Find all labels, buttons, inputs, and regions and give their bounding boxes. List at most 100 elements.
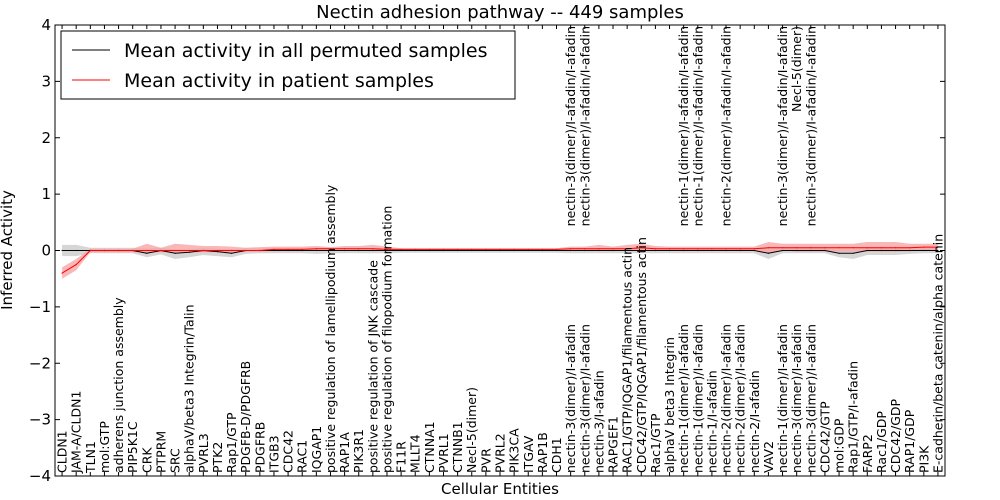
data-point (414, 249, 416, 252)
data-point (174, 249, 176, 252)
data-point (513, 248, 515, 250)
category-label: alphaV beta3 Integrin (662, 337, 677, 473)
data-point (61, 272, 63, 274)
category-label-top: nectin-3(dimer)/I-afadin/I-afadin (577, 26, 592, 226)
category-label: positive regulation of lamellipodium ass… (323, 184, 338, 473)
y-tick-label: 4 (41, 16, 51, 34)
data-point (513, 249, 515, 252)
x-axis (61, 25, 939, 476)
data-point (796, 247, 798, 249)
data-point (386, 248, 388, 250)
data-point (937, 246, 939, 248)
data-point (838, 252, 840, 254)
data-point (668, 249, 671, 252)
category-label: PDGFB-D/PDGFRB (238, 361, 253, 473)
data-point (202, 249, 204, 252)
data-point (753, 248, 755, 250)
data-point (725, 249, 727, 252)
data-point (555, 249, 558, 252)
data-point (132, 249, 134, 252)
data-point (640, 247, 642, 249)
category-label: F11R (394, 441, 409, 473)
data-point (654, 248, 657, 250)
category-label: RAC1 (295, 440, 310, 473)
data-point (555, 248, 558, 250)
data-point (329, 248, 332, 250)
category-label: PTK2 (210, 442, 225, 473)
y-tick-label: −2 (29, 354, 51, 372)
data-point (810, 249, 812, 252)
category-label: nectin-2(dimer)/I-afadin (733, 324, 748, 473)
data-point (428, 249, 430, 252)
category-label: E-cadherin/beta catenin/alpha catenin (930, 234, 945, 473)
category-label: nectin-3(dimer)/I-afadin (789, 324, 804, 473)
category-label-top: nectin-1(dimer)/I-afadin/I-afadin (676, 26, 691, 226)
data-point (442, 248, 445, 250)
data-point (315, 249, 317, 252)
data-point (344, 248, 346, 250)
category-label: Necl-5(dimer) (464, 387, 479, 473)
data-point (852, 247, 854, 249)
category-label: positive regulation of filopodium format… (380, 206, 395, 473)
data-point (654, 249, 657, 252)
data-point (824, 247, 826, 249)
data-point (626, 248, 628, 250)
data-point (866, 249, 868, 252)
legend-permuted-label: Mean activity in all permuted samples (124, 40, 487, 62)
y-tick-label: 2 (41, 129, 51, 147)
category-label: IQGAP1 (309, 426, 324, 473)
chart-title: Nectin adhesion pathway -- 449 samples (316, 2, 684, 23)
data-point (245, 249, 247, 252)
data-point (499, 249, 501, 252)
data-point (527, 248, 529, 250)
category-label: PDGFRB (252, 422, 267, 473)
category-label: CRK (139, 447, 154, 473)
category-label: PIK3R1 (351, 429, 366, 473)
data-point (231, 249, 233, 252)
data-point (188, 251, 190, 253)
category-label: CDC42/GDP (888, 398, 903, 473)
category-label: positive regulation of JNK cascade (365, 260, 380, 473)
data-point (781, 247, 784, 249)
data-point (584, 248, 586, 250)
data-point (287, 249, 289, 252)
category-label: Rac1/GDP (874, 411, 889, 473)
category-label: Rap1/GTP/I-afadin (846, 361, 861, 473)
data-point (358, 249, 360, 252)
category-label: Rac1/GTP (648, 413, 663, 473)
category-label: CTNNB1 (450, 421, 465, 473)
data-point (753, 249, 755, 252)
data-point (315, 248, 317, 250)
category-label-top: nectin-3(dimer)/I-afadin/I-afadin (803, 26, 818, 226)
category-label: RAC1/GTP/IQGAP1/filamentous actin (620, 247, 635, 473)
data-point (146, 252, 148, 254)
y-tick-label: 3 (41, 72, 51, 90)
data-point (400, 248, 402, 250)
data-point (909, 249, 911, 252)
data-point (485, 248, 487, 250)
category-label: nectin-1(dimer)/I-afadin (775, 324, 790, 473)
category-label-top: nectin-3(dimer)/I-afadin/I-afadin (775, 26, 790, 226)
data-point (527, 249, 529, 252)
data-point (697, 249, 699, 252)
category-label: PVR (478, 448, 493, 473)
data-point (457, 248, 459, 250)
data-point (824, 249, 826, 252)
category-label: CDC42/GTP/IQGAP1/filamentous actin (634, 237, 649, 473)
data-point (231, 252, 233, 254)
category-label: ITGAV (521, 435, 536, 473)
category-label: nectin-1(dimer)/I-afadin (690, 324, 705, 473)
data-point (838, 247, 840, 249)
y-tick-label: −1 (29, 298, 51, 316)
category-label: RAP1A (337, 432, 352, 473)
data-point (499, 248, 501, 250)
data-point (880, 247, 883, 249)
data-point (570, 249, 572, 252)
data-point (852, 252, 854, 254)
category-label: RAP1/GDP (902, 409, 917, 473)
data-point (372, 249, 374, 252)
category-label: alphaV/beta3 Integrin/Talin (182, 305, 197, 474)
category-label: nectin-1/I-afadin (704, 370, 719, 473)
data-point (103, 249, 105, 252)
